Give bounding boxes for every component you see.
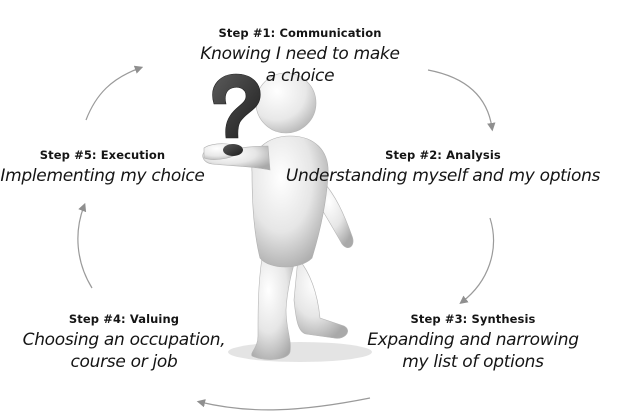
step-title: Step #2: Analysis — [385, 148, 501, 162]
step-analysis: Step #2: Analysis Understanding myself a… — [283, 148, 603, 187]
arrow-step2-to-step3 — [459, 217, 495, 305]
step-description-line: my list of options — [402, 352, 544, 372]
question-mark-icon — [212, 73, 261, 156]
step-synthesis: Step #3: Synthesis Expanding and narrowi… — [358, 312, 588, 373]
step-execution: Step #5: Execution Implementing my choic… — [0, 148, 205, 187]
step-valuing: Step #4: Valuing Choosing an occupation,… — [4, 312, 244, 373]
step-description-line: course or job — [70, 352, 178, 372]
step-title: Step #5: Execution — [39, 148, 166, 162]
arrow-step3-to-step4 — [196, 397, 371, 411]
arrow-step4-to-step5 — [77, 202, 93, 289]
step-communication: Step #1: Communication Knowing I need to… — [185, 26, 415, 87]
step-description-line: Implementing my choice — [0, 166, 205, 186]
arrow-step1-to-step2 — [427, 69, 496, 132]
step-description-line: Understanding myself and my options — [285, 166, 601, 186]
step-title: Step #4: Valuing — [68, 312, 180, 326]
step-title: Step #3: Synthesis — [410, 312, 536, 326]
step-description-line: Choosing an occupation, — [22, 330, 226, 350]
step-description-line: a choice — [265, 66, 335, 86]
step-description-line: Knowing I need to make — [200, 44, 400, 64]
arrow-step5-to-step1 — [85, 65, 144, 121]
step-title: Step #1: Communication — [218, 26, 382, 40]
step-description-line: Expanding and narrowing — [367, 330, 579, 350]
